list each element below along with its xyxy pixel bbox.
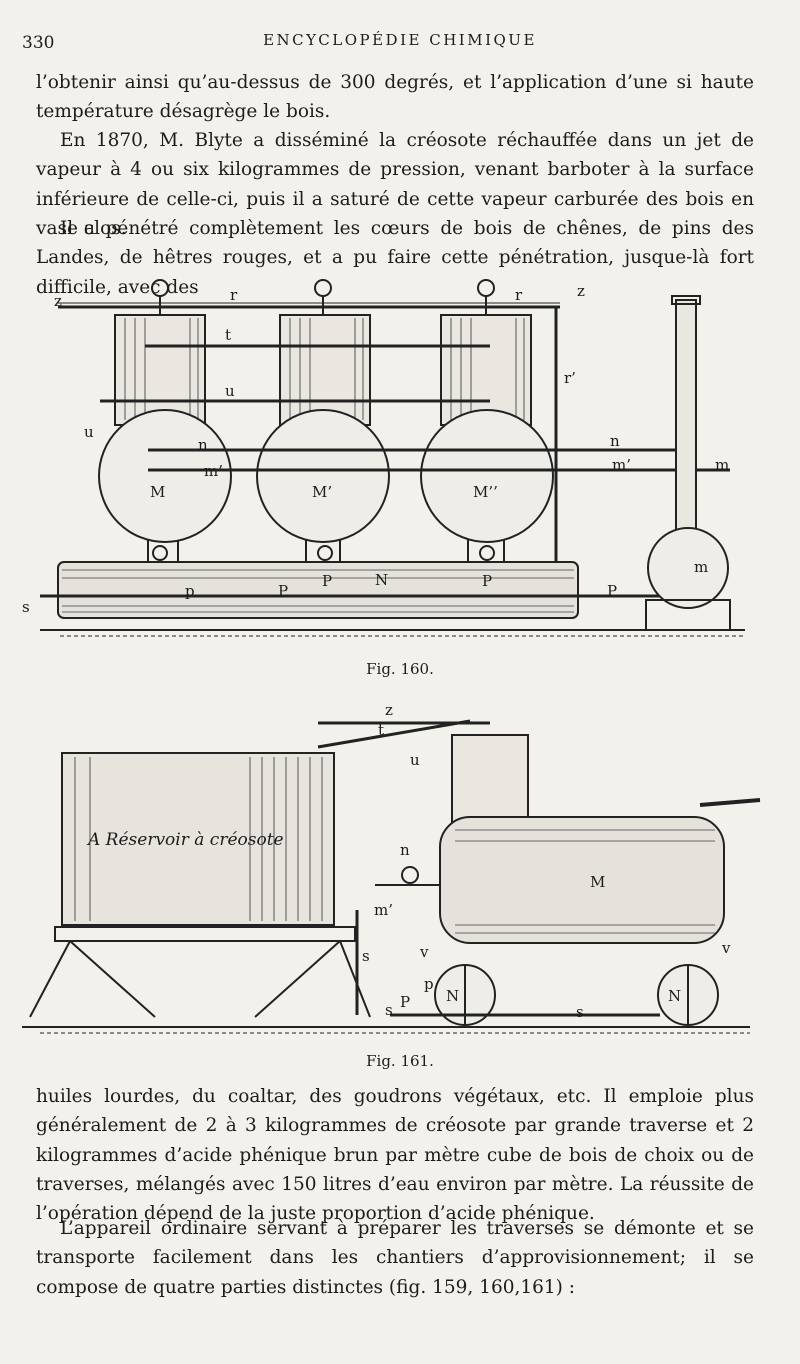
paragraph-1: l’obtenir ainsi qu’au-dessus de 300 degr… — [36, 72, 754, 123]
label-s: s — [22, 598, 30, 616]
label-v-left: v — [419, 943, 429, 961]
label-n-right: n — [610, 432, 620, 450]
label-M: M — [590, 873, 605, 891]
label-p: p — [185, 582, 195, 600]
label-P-mid: P — [322, 572, 332, 590]
label-s-bottom: s — [385, 1001, 393, 1019]
label-t: t — [378, 721, 384, 739]
label-s-right: s — [576, 1003, 584, 1021]
label-P-tank: P — [278, 582, 288, 600]
label-P-right: P — [482, 572, 492, 590]
figure-161-caption: Fig. 161. — [366, 1052, 434, 1070]
figure-160-illustration: z r r z r’ t u u n n m’ m’ m M M’ M’’ N … — [22, 279, 745, 637]
label-M: M — [150, 483, 165, 501]
label-s-left: s — [362, 947, 370, 965]
figure-161-illustration: A Réservoir à créosote z t u n M m’ s s … — [22, 701, 761, 1034]
label-m-prime: m’ — [374, 901, 393, 919]
label-v-right: v — [721, 939, 731, 957]
label-n-left: n — [198, 436, 208, 454]
label-P-boiler: P — [607, 582, 617, 600]
label-r-left: r — [230, 286, 238, 304]
label-u-left: u — [84, 423, 94, 441]
label-n: n — [400, 841, 410, 859]
label-N: N — [375, 571, 388, 589]
label-p: p — [424, 975, 434, 993]
label-z: z — [385, 701, 393, 719]
paragraph-5: L’appareil ordinaire servant à préparer … — [36, 1218, 754, 1298]
running-title: ENCYCLOPÉDIE CHIMIQUE — [263, 31, 537, 49]
label-M-second: M’’ — [473, 483, 498, 501]
label-reservoir: A Réservoir à créosote — [86, 830, 284, 850]
label-u: u — [225, 382, 235, 400]
page-number: 330 — [22, 33, 55, 53]
label-M-prime: M’ — [312, 483, 332, 501]
label-P: P — [400, 993, 410, 1011]
paragraph-4: huiles lourdes, du coaltar, des goudrons… — [36, 1086, 754, 1225]
label-r-prime: r’ — [564, 369, 576, 387]
label-u: u — [410, 751, 420, 769]
label-r-right: r — [515, 286, 523, 304]
label-N-left: N — [446, 987, 459, 1005]
figure-160-caption: Fig. 160. — [366, 660, 434, 678]
label-m-prime-right: m’ — [612, 456, 631, 474]
label-m-prime-left: m’ — [204, 462, 223, 480]
paragraph-2: En 1870, M. Blyte a disséminé la créosot… — [36, 130, 754, 239]
label-z-right: z — [577, 282, 585, 300]
paragraph-3: Il a pénétré complètement les cœurs de b… — [36, 218, 754, 298]
label-z-left: z — [54, 292, 62, 310]
label-t: t — [225, 326, 231, 344]
label-m-right: m — [715, 456, 729, 474]
label-N-right: N — [668, 987, 681, 1005]
label-m-boiler: m — [694, 558, 708, 576]
